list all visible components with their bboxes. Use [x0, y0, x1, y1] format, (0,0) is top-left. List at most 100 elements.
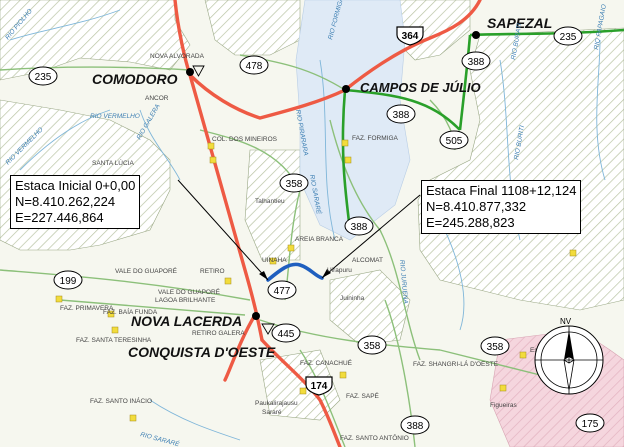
- locality-label: UINAHA: [262, 257, 287, 264]
- river-label: RIO JURUENA: [398, 260, 409, 305]
- state-highway-connector: [344, 88, 461, 131]
- federal-highway-br364-link: [188, 73, 347, 120]
- locality-label: COL. DOS MINEIROS: [212, 136, 278, 143]
- locality-markers: [55, 139, 577, 422]
- locality-label: ALCOMAT: [352, 257, 383, 264]
- river-line: [596, 39, 606, 181]
- city-label-conquista-doeste: CONQUISTA D'OESTE: [128, 344, 276, 360]
- city-label-nova-lacerda: NOVA LACERDA: [131, 313, 242, 329]
- shield-label: 199: [60, 276, 77, 287]
- road-shield-388-mid: 388: [386, 104, 416, 124]
- shield-label: 358: [364, 341, 381, 352]
- shield-label: 477: [274, 286, 291, 297]
- locality-label: NOVA ALVORADA: [150, 53, 205, 60]
- locality-marker: [107, 310, 115, 318]
- river-line: [19, 109, 111, 171]
- locality-label: VALE DO GUAPORÉ: [115, 266, 178, 275]
- shield-label: 505: [446, 136, 463, 147]
- road-shield-388-center: 388: [344, 216, 374, 236]
- locality-marker: [209, 156, 217, 164]
- city-label-campos-de-julio: CAMPOS DE JÚLIO: [360, 80, 481, 95]
- road-shield-364: 364: [396, 26, 424, 46]
- locality-label: Figueiras: [490, 402, 517, 409]
- shield-label: 388: [351, 222, 368, 233]
- locality-label: FAZ. SANTA TERESINHA: [76, 337, 152, 344]
- shield-label: 235: [560, 32, 577, 43]
- locality-label: Uirapuru: [327, 267, 352, 274]
- state-highway-388-north: [458, 34, 472, 131]
- hatched-area-north: [204, 0, 301, 56]
- shield-label: 445: [278, 329, 295, 340]
- end-station-east: E=245.288,823: [426, 215, 515, 230]
- locality-label: ANCOR: [145, 95, 169, 102]
- locality-label: FAZ. SANTO INÁCIO: [90, 396, 152, 405]
- road-shield-235-left: 235: [28, 66, 58, 86]
- river-line: [149, 399, 241, 441]
- project-segment: [266, 262, 324, 282]
- road-shield-235-right: 235: [553, 26, 583, 46]
- federal-highways: [173, 0, 482, 447]
- end-station-title: Estaca Final 1108+12,124: [426, 183, 577, 198]
- locality-marker: [299, 387, 307, 395]
- locality-label: FAZ. SANTO ANTÔNIO: [340, 433, 409, 442]
- city-labels: COMODORO SAPEZAL CAMPOS DE JÚLIO NOVA LA…: [92, 15, 552, 360]
- road-shield-505: 505: [439, 130, 469, 150]
- river-line: [139, 109, 181, 181]
- city-dot-nova-lacerda: [252, 312, 260, 320]
- shield-label: 358: [286, 179, 303, 190]
- federal-highway-br364-east: [343, 0, 482, 92]
- road-shield-358-b: 358: [357, 335, 387, 355]
- compass-label: NV: [560, 317, 572, 326]
- locality-label: LAGOA BRILHANTE: [155, 297, 216, 304]
- locality-label: VALE DO GUAPORÉ: [158, 287, 221, 296]
- local-road: [379, 229, 421, 361]
- shield-label: 478: [246, 61, 263, 72]
- local-road: [299, 349, 346, 447]
- start-callout-arrowhead: [259, 271, 268, 280]
- locality-marker: [341, 139, 349, 147]
- locality-label: FAZ. SAPÉ: [346, 391, 380, 400]
- city-dot-comodoro: [186, 68, 194, 76]
- locality-marker: [499, 384, 507, 392]
- locality-label: RETIRO GALERA: [192, 330, 245, 337]
- shield-label: 364: [402, 31, 419, 42]
- locality-label: FAZ. SHANGRI-LÁ D'OESTE: [413, 359, 499, 368]
- locality-label: FAZ. CANACHUÉ: [300, 358, 353, 367]
- road-shield-358-c: 358: [480, 336, 510, 356]
- locality-marker: [55, 295, 63, 303]
- local-road: [59, 299, 246, 316]
- locality-marker: [224, 277, 232, 285]
- start-station-title: Estaca Inicial 0+0,00: [15, 178, 136, 193]
- locality-label: FAZ. BAÍA FUNDA: [103, 307, 158, 316]
- locality-marker: [269, 257, 277, 265]
- state-highway-388-center: [341, 89, 352, 231]
- city-dot-sapezal: [472, 31, 480, 39]
- local-roads: [0, 54, 561, 447]
- local-road: [0, 66, 191, 71]
- locality-marker: [207, 142, 215, 150]
- local-road: [329, 119, 381, 231]
- end-callout-leader: [321, 194, 421, 279]
- road-shield-445: 445: [271, 323, 301, 343]
- city-triangle-comodoro: [192, 65, 205, 77]
- locality-label: AREIA BRANCA: [295, 236, 344, 243]
- river-line: [319, 59, 336, 241]
- locality-labels: NOVA ALVORADA ANCOR COL. DOS MINEIROS SA…: [60, 53, 564, 442]
- locality-label: FAZ. PRIMAVERA: [60, 305, 114, 312]
- locality-label: Paukalirajausu: [255, 400, 298, 407]
- locality-marker: [344, 156, 352, 164]
- start-station-north: N=8.410.262,224: [15, 194, 116, 209]
- shield-label: 388: [407, 421, 424, 432]
- state-highways: [341, 28, 624, 231]
- city-markers: [186, 31, 480, 335]
- shield-label: 388: [468, 57, 485, 68]
- city-dot-campos-de-julio: [342, 85, 350, 93]
- locality-label: FAZ. FORMIGA: [352, 135, 399, 142]
- road-shield-358-a: 358: [279, 173, 309, 193]
- hatched-area-east: [417, 27, 624, 311]
- locality-marker: [287, 244, 295, 252]
- river-line: [9, 9, 121, 41]
- road-shield-174: 174: [305, 376, 333, 396]
- end-station-north: N=8.410.877,332: [426, 199, 527, 214]
